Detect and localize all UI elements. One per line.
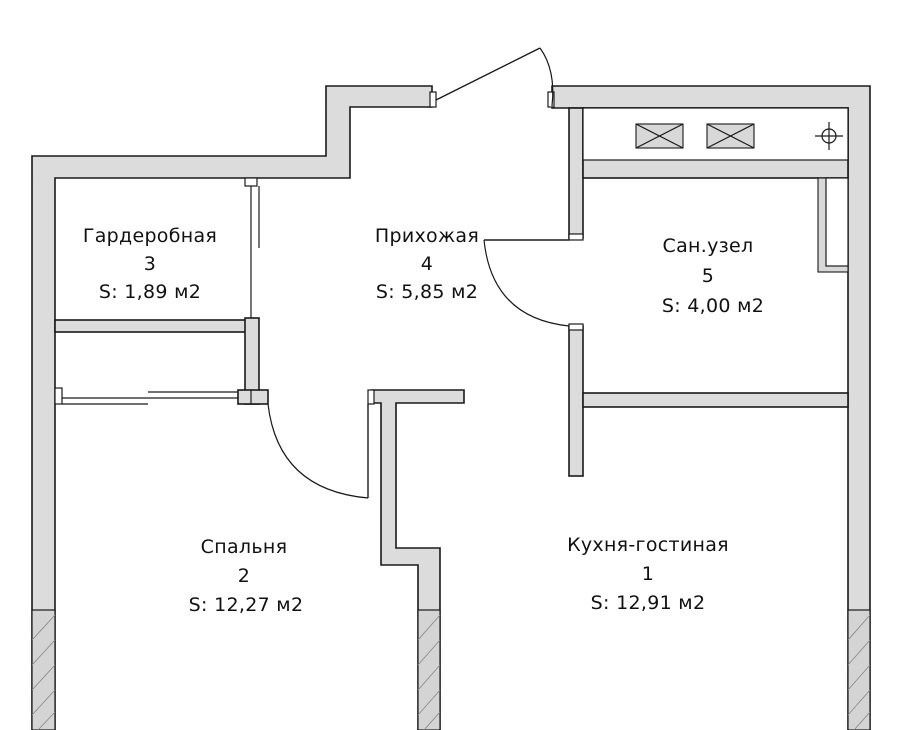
room-name: Сан.узел [663,235,754,257]
room-area: S: 12,91 м2 [591,592,706,614]
room-number: 1 [642,563,654,585]
room-name: Спальня [201,536,288,558]
room-name: Гардеробная [83,225,217,247]
room-area: S: 1,89 м2 [99,281,201,303]
room-area: S: 5,85 м2 [376,281,478,303]
room-label-bathroom: Сан.узел 5 S: 4,00 м2 [662,235,764,317]
bathroom-door-jamb-top [568,233,584,241]
wardrobe-partition-stub-top [244,177,258,187]
entrance-door-swing [539,47,554,107]
room-area: S: 4,00 м2 [662,295,764,317]
bathroom-bottom-wall [582,392,849,408]
bathroom-door-swing [483,239,570,327]
column-hatch-center-lines [417,614,441,730]
room-area: S: 12,27 м2 [189,594,304,616]
bedroom-door-jamb [367,389,375,405]
wardrobe-bottom-wall [54,319,249,333]
outer-wall-left [31,85,433,730]
entrance-jamb-left [429,91,437,108]
column-hatch-right [847,609,871,730]
room-name: Кухня-гостиная [567,534,729,556]
column-hatch-left-lines [31,614,56,730]
room-name: Прихожая [375,225,479,247]
column-hatch-right-lines [847,614,871,730]
bathroom-left-wall-lower [568,325,584,477]
partition-cap [237,389,269,405]
column-hatch-left [31,609,56,730]
bathroom-installation-inner [825,177,849,267]
outer-wall-right [551,85,871,730]
room-number: 5 [702,265,714,287]
bathroom-door-jamb-bottom [568,323,584,331]
room-label-wardrobe: Гардеробная 3 S: 1,89 м2 [83,225,217,303]
bedroom-kitchen-partition [371,389,465,730]
wall-entrance-right [568,107,584,239]
column-hatch-center [417,609,441,730]
room-number: 4 [421,253,433,275]
entrance-door-leaf [435,47,541,101]
bedroom-top-post-left [54,387,63,405]
entrance-jamb-right [547,91,555,108]
bedroom-door-swing [267,403,369,499]
room-label-hallway: Прихожая 4 S: 5,85 м2 [375,225,479,303]
room-label-kitchen: Кухня-гостиная 1 S: 12,91 м2 [567,534,729,614]
room-label-bedroom: Спальня 2 S: 12,27 м2 [189,536,304,616]
room-number: 3 [144,253,156,275]
room-number: 2 [238,565,250,587]
